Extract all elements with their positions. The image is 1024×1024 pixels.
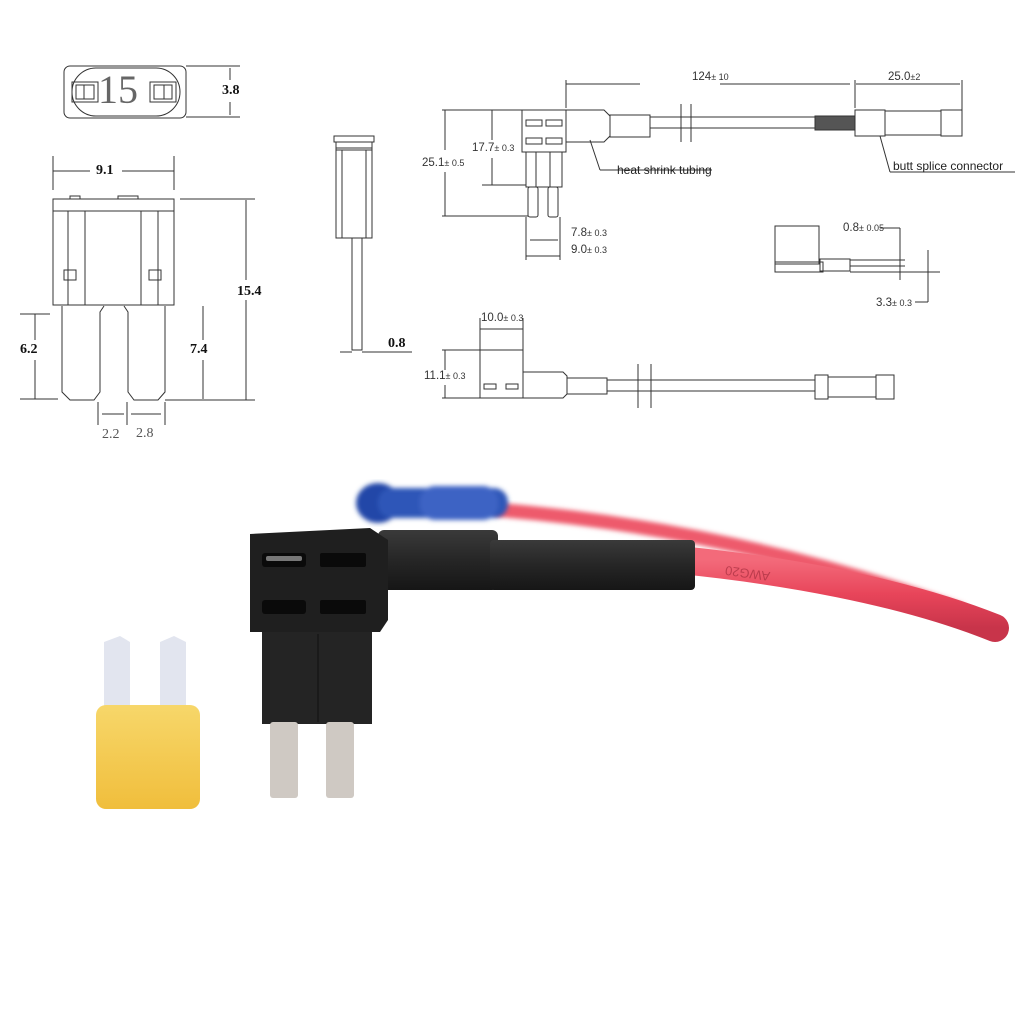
fuse-side-view-outline [333,135,412,353]
wire-length-tolerance: ± 10 [711,72,729,82]
fuse-rating-text: 15 [98,67,138,112]
heat-shrink-tubing [378,530,695,590]
tap-top-view-outline [442,318,895,408]
top-height-value: 11.1 [424,370,446,382]
end-blade-thickness-value: 0.8 [843,222,859,234]
wire-length-value: 124 [692,71,712,83]
tap-body-width-value: 9.0 [571,244,587,256]
tap-side-view-outline [442,80,1015,260]
fuse-top-view-outline [63,65,240,119]
blade-thickness-dim: 0.8 [388,336,406,351]
top-width-value: 10.0 [481,312,504,324]
tap-body-width-tolerance: ± 0.3 [587,245,607,255]
top-height-tolerance: ± 0.3 [445,371,466,381]
tap-body-height-value: 17.7 [472,142,495,154]
fuse-height-dim: 3.8 [222,83,240,98]
top-width-dim: 10.0± 0.3 [481,312,524,325]
fuse-total-height-dim: 15.4 [237,284,262,299]
tap-end-view-outline [774,225,940,303]
end-blade-spacing-value: 3.3 [876,297,892,309]
end-blade-thickness-tolerance: ± 0.05 [859,223,884,233]
top-width-tolerance: ± 0.3 [503,313,524,323]
tap-blade-span-tolerance: ± 0.3 [587,228,607,238]
top-height-dim: 11.1± 0.3 [424,370,466,383]
fuse-front-view-outline [20,156,255,425]
butt-splice-callout: butt splice connector [893,159,1004,173]
tap-body-height-tolerance: ± 0.3 [494,143,515,153]
tap-body-width-dim: 9.0± 0.3 [571,244,607,257]
splice-length-value: 25.0 [888,71,911,83]
end-blade-thickness-dim: 0.8± 0.05 [843,222,884,235]
wire-length-dim: 124± 10 [692,71,729,84]
yellow-micro-fuse [96,636,200,809]
blade-gap-dim: 2.2 [102,427,120,442]
blade-left-length-dim: 6.2 [20,342,38,357]
tap-total-height-tolerance: ± 0.5 [444,158,465,168]
blue-butt-connector [356,483,508,523]
heat-shrink-callout: heat shrink tubing [617,163,712,177]
tap-body-height-dim: 17.7± 0.3 [472,142,515,155]
fuse-tap-body [250,528,388,798]
blade-width-dim: 2.8 [136,426,154,441]
red-wire-front [666,546,1009,642]
tap-blade-span-dim: 7.8± 0.3 [571,227,607,240]
splice-length-tolerance: ±2 [910,72,921,82]
tap-total-height-dim: 25.1± 0.5 [422,157,465,170]
end-blade-spacing-dim: 3.3± 0.3 [876,297,912,310]
technical-drawing [20,65,1015,425]
end-blade-spacing-tolerance: ± 0.3 [892,298,912,308]
tap-blade-span-value: 7.8 [571,227,587,239]
fuse-width-dim: 9.1 [96,163,114,178]
tap-total-height-value: 25.1 [422,157,445,169]
blade-right-length-dim: 7.4 [190,342,208,357]
splice-length-dim: 25.0±2 [888,71,921,84]
